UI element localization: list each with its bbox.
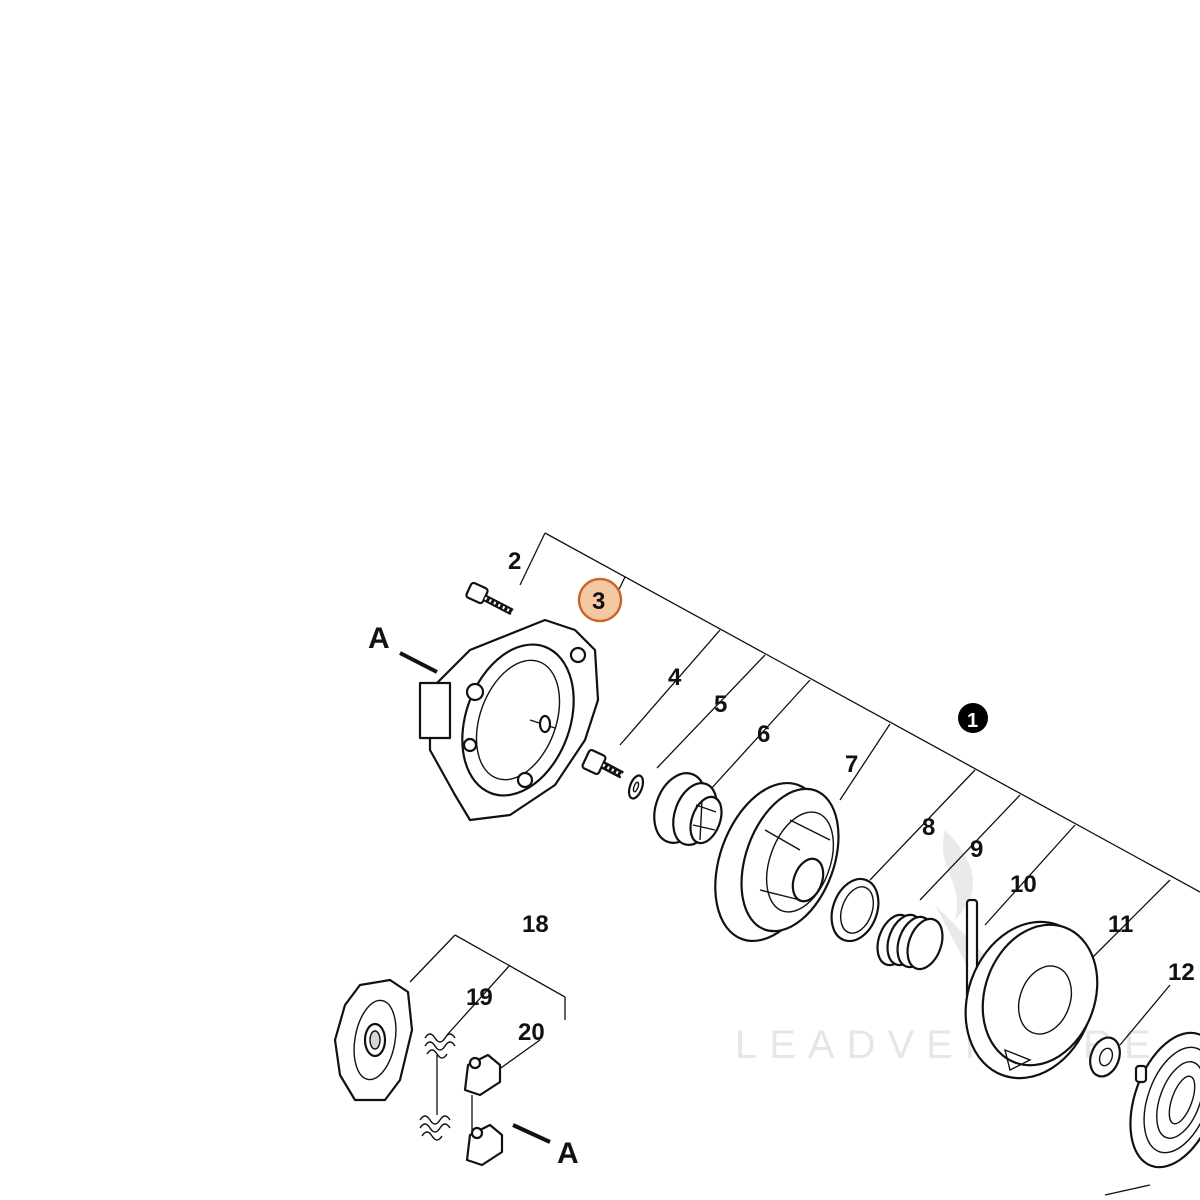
- part-9-spring: [876, 913, 944, 971]
- part-8-ring: [830, 877, 880, 943]
- callout-4: 4: [668, 664, 682, 691]
- callout-6: 6: [757, 721, 770, 748]
- callout-18: 18: [522, 911, 549, 938]
- assembly-leader-lines: [519, 532, 1200, 1046]
- part-12-rewind-spring: [1104, 1031, 1200, 1196]
- callout-12: 12: [1168, 959, 1195, 986]
- part-20-pawl-upper: [463, 1053, 502, 1097]
- assembly-marker-1-label: 1: [967, 710, 978, 732]
- callout-7: 7: [845, 751, 858, 778]
- callout-9: 9: [970, 836, 983, 863]
- part-4-screw: [581, 749, 624, 779]
- part-5-washer: [627, 774, 645, 800]
- callout-3-highlight[interactable]: [577, 577, 623, 623]
- callout-3[interactable]: 3: [592, 588, 605, 615]
- lower-group-leader-lines: [409, 934, 566, 1135]
- reference-marker-a-bottom: A: [557, 1137, 579, 1170]
- callout-5: 5: [714, 691, 727, 718]
- callout-8: 8: [922, 814, 935, 841]
- reference-arrow-bottom: [512, 1123, 551, 1144]
- callout-11: 11: [1108, 911, 1133, 938]
- part-19-spring-upper: [424, 1033, 456, 1059]
- part-3-housing: [418, 618, 600, 822]
- callout-20: 20: [518, 1019, 545, 1046]
- callout-19: 19: [466, 984, 493, 1011]
- part-19-spring-lower: [419, 1115, 451, 1141]
- reference-marker-a-top: A: [368, 622, 390, 655]
- reference-arrow-top: [399, 651, 438, 674]
- callout-10: 10: [1010, 871, 1037, 898]
- part-10-spring-housing: [964, 898, 1099, 1080]
- part-20-pawl-lower: [465, 1123, 504, 1167]
- callout-2: 2: [508, 548, 521, 575]
- part-2-bolt: [465, 581, 514, 616]
- part-6-pulley-hub: [653, 772, 723, 846]
- assembly-marker-1: [958, 703, 988, 733]
- part-18-pawl-carrier: [333, 978, 414, 1102]
- part-11-washer: [1089, 1036, 1121, 1078]
- part-7-rope-rotor: [714, 781, 840, 943]
